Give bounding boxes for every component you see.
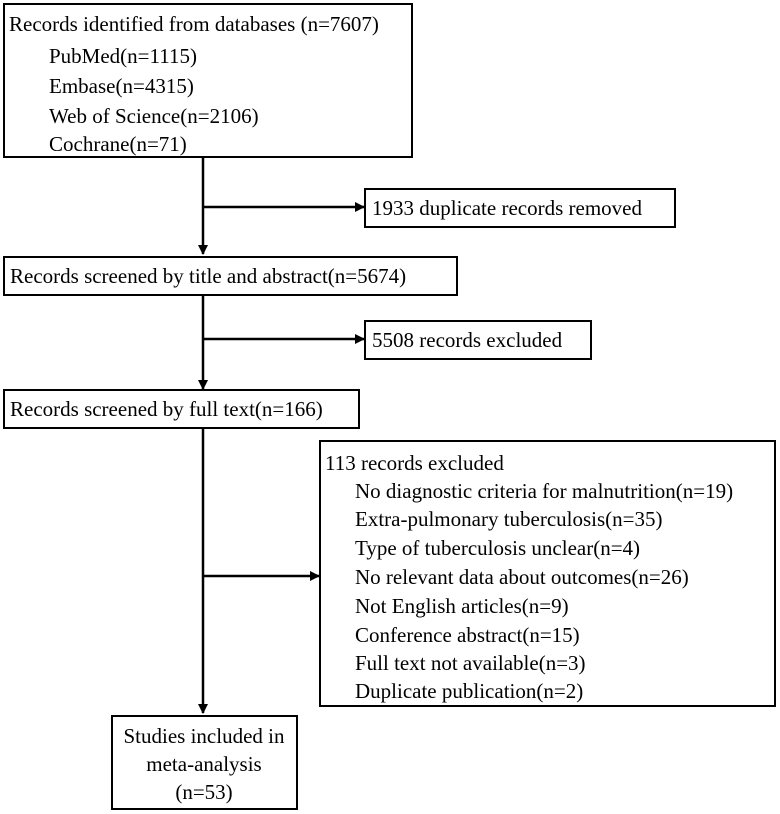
source-embase: Embase(n=4315) bbox=[49, 74, 194, 98]
duplicates-removed-box: 1933 duplicate records removed bbox=[364, 188, 676, 228]
reason-item: Duplicate publication(n=2) bbox=[355, 679, 584, 703]
identification-title: Records identified from databases (n=760… bbox=[9, 12, 379, 36]
included-line-3: (n=53) bbox=[175, 780, 233, 804]
screening-label: Records screened by title and abstract(n… bbox=[10, 264, 407, 288]
reason-item: No relevant data about outcomes(n=26) bbox=[355, 565, 689, 589]
source-web-of-science: Web of Science(n=2106) bbox=[49, 104, 259, 128]
reason-item: Not English articles(n=9) bbox=[355, 594, 569, 618]
screening-box: Records screened by title and abstract(n… bbox=[3, 256, 458, 296]
reason-item: Conference abstract(n=15) bbox=[355, 623, 580, 647]
included-box: Studies included in meta-analysis (n=53) bbox=[111, 715, 298, 810]
reason-item: Extra-pulmonary tuberculosis(n=35) bbox=[355, 507, 663, 531]
reason-item: Type of tuberculosis unclear(n=4) bbox=[355, 536, 641, 560]
reason-item: No diagnostic criteria for malnutrition(… bbox=[355, 479, 734, 503]
excluded-screening-label: 5508 records excluded bbox=[372, 328, 563, 352]
included-line-2: meta-analysis bbox=[146, 752, 262, 776]
excluded-fulltext-box: 113 records excluded No diagnostic crite… bbox=[319, 440, 776, 707]
source-cochrane: Cochrane(n=71) bbox=[49, 132, 187, 156]
duplicates-removed-label: 1933 duplicate records removed bbox=[372, 196, 642, 220]
excluded-screening-box: 5508 records excluded bbox=[364, 320, 592, 360]
fulltext-box: Records screened by full text(n=166) bbox=[3, 389, 360, 429]
included-line-1: Studies included in bbox=[123, 724, 285, 748]
identification-box: Records identified from databases (n=760… bbox=[3, 3, 413, 158]
source-pubmed: PubMed(n=1115) bbox=[49, 44, 197, 68]
reason-item: Full text not available(n=3) bbox=[355, 651, 586, 675]
fulltext-label: Records screened by full text(n=166) bbox=[10, 397, 323, 421]
excluded-fulltext-title: 113 records excluded bbox=[325, 451, 504, 475]
